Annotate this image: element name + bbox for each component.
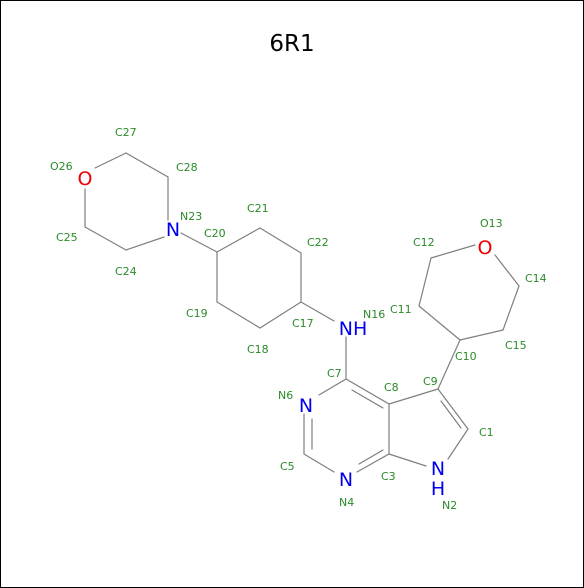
- bond-n4-c3: [356, 453, 390, 473]
- atom-symbol-n16: NH: [339, 318, 368, 340]
- bond-o13-c14: [494, 254, 520, 287]
- bond-c7-n6: [318, 378, 347, 396]
- atom-symbol-n2-h: H: [431, 478, 445, 500]
- atom-id-n4: N4: [339, 496, 354, 509]
- atom-id-c3: C3: [381, 470, 396, 483]
- bond-o26-c27: [94, 152, 127, 169]
- atom-id-c25: C25: [56, 231, 78, 244]
- atom-symbol-n4: N: [339, 469, 353, 491]
- bond-n2-c3: [388, 453, 427, 467]
- atom-id-c11: C11: [390, 303, 412, 316]
- atom-id-c9: C9: [423, 375, 438, 388]
- atom-symbol-o13: O: [478, 237, 493, 259]
- atom-id-c24: C24: [115, 265, 137, 278]
- atom-id-c12: C12: [413, 236, 435, 249]
- atom-id-c19: C19: [186, 307, 208, 320]
- atom-id-c20: C20: [204, 227, 226, 240]
- bond-c17-c18: [259, 301, 302, 329]
- atom-id-n6: N6: [278, 389, 293, 402]
- molecule-title: 6R1: [269, 31, 315, 57]
- atom-id-n2: N2: [442, 499, 457, 512]
- bond-c11-c12: [418, 257, 432, 307]
- atom-symbols: N O NH N N N H O: [78, 168, 493, 500]
- atom-id-c15: C15: [505, 339, 527, 352]
- atom-symbol-n23: N: [166, 219, 180, 241]
- bond-n4-c3-inner: [358, 449, 384, 465]
- atom-id-o26: O26: [50, 160, 73, 173]
- bond-c15-c10: [459, 329, 504, 341]
- bond-c9-c10: [437, 339, 461, 390]
- bond-c12-o13: [430, 244, 476, 259]
- atom-id-n23: N23: [180, 210, 202, 223]
- atom-id-c21: C21: [247, 202, 269, 215]
- atom-id-c7: C7: [327, 367, 342, 380]
- atom-id-c5: C5: [280, 460, 295, 473]
- bond-c10-c11: [418, 305, 461, 341]
- atom-symbol-n2: N: [431, 458, 445, 480]
- bond-c18-c19: [216, 301, 261, 329]
- bond-n23-c24: [125, 236, 165, 251]
- bonds: [84, 152, 520, 473]
- bond-c20-c21: [216, 227, 261, 253]
- bond-c27-c28: [125, 152, 169, 178]
- bond-c9-c1: [437, 388, 469, 430]
- atom-id-c17: C17: [292, 317, 314, 330]
- bond-c7-c8-inner: [351, 389, 384, 409]
- atom-id-n16: N16: [363, 308, 385, 321]
- atom-id-c10: C10: [455, 350, 477, 363]
- atom-id-c27: C27: [115, 126, 137, 139]
- bond-n23-c20: [180, 232, 218, 253]
- atom-ids: C27 C28 O26 N23 C25 C24 C21 C20 C22 C19 …: [50, 126, 547, 512]
- atom-symbol-o26: O: [78, 168, 93, 190]
- bond-c21-c22: [259, 227, 302, 254]
- atom-id-c18: C18: [247, 343, 269, 356]
- bond-c5-n4: [303, 453, 335, 473]
- bond-c8-c9: [388, 388, 439, 405]
- bond-c17-n16: [300, 301, 335, 322]
- atom-id-c28: C28: [176, 161, 198, 174]
- atom-id-c14: C14: [525, 272, 547, 285]
- bond-c7-c8: [345, 378, 390, 405]
- atom-id-c22: C22: [307, 236, 329, 249]
- atom-id-o13: O13: [480, 217, 503, 230]
- atom-symbol-n6: N: [299, 395, 313, 417]
- bond-c1-n2: [447, 428, 469, 460]
- bond-c24-c25: [84, 226, 127, 251]
- atom-id-c1: C1: [479, 426, 494, 439]
- bond-c9-c1-inner: [440, 400, 462, 429]
- bond-c14-c15: [502, 285, 520, 331]
- atom-id-c8: C8: [384, 381, 399, 394]
